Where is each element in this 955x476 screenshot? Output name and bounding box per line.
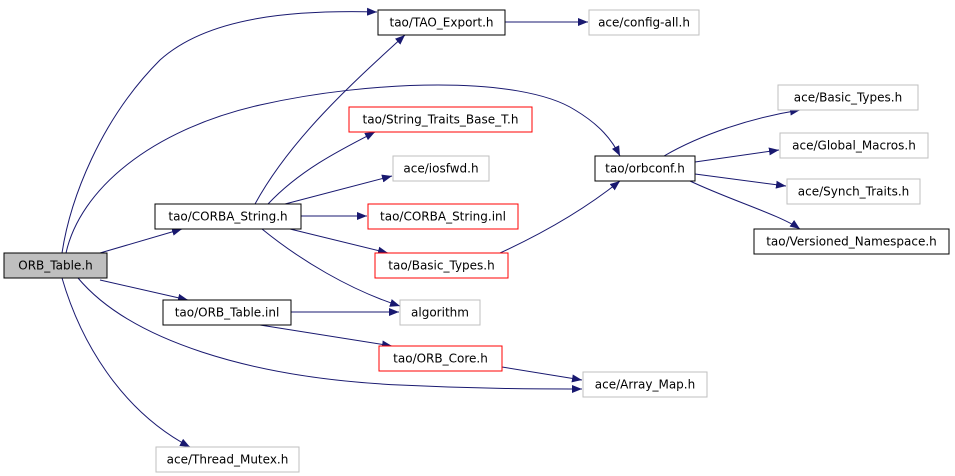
node-orb-table-h[interactable]: ORB_Table.h <box>3 252 108 279</box>
node-label: tao/String_Traits_Base_T.h <box>363 113 519 127</box>
node-ace-global-macros-h[interactable]: ace/Global_Macros.h <box>779 132 929 159</box>
node-label: tao/orbconf.h <box>605 162 685 176</box>
edge-corba_string_h-to-tao_export_h <box>254 34 406 205</box>
node-label: ace/Global_Macros.h <box>792 139 916 153</box>
edge-orb_table_h-to-tao_export_h <box>61 7 378 254</box>
edge-orbconf_h-to-ace_synch_traits_h <box>694 173 787 189</box>
edge-orb_table_h-to-ace_thread_mutex_h <box>61 277 191 448</box>
node-box <box>367 203 519 230</box>
node-label: tao/TAO_Export.h <box>390 16 494 30</box>
node-box <box>777 84 919 111</box>
edge-corba_string_h-to-ace_iosfwd_h <box>284 174 393 205</box>
node-box <box>786 178 921 205</box>
node-label: tao/ORB_Core.h <box>393 352 488 366</box>
node-tao-export-h[interactable]: tao/TAO_Export.h <box>377 9 506 36</box>
node-orb-table-inl[interactable]: tao/ORB_Table.inl <box>162 299 292 326</box>
node-label: ORB_Table.h <box>18 259 92 273</box>
node-ace-synch-traits-h[interactable]: ace/Synch_Traits.h <box>786 178 921 205</box>
node-algorithm[interactable]: algorithm <box>399 299 481 326</box>
edge-orbconf_h-to-ace_global_macros_h <box>694 147 780 163</box>
node-label: ace/Thread_Mutex.h <box>167 453 289 467</box>
node-label: ace/Basic_Types.h <box>794 91 902 105</box>
node-label: ace/config-all.h <box>598 16 690 30</box>
node-box <box>399 299 481 326</box>
edge-corba_string_h-to-tao_basic_types_h <box>289 228 389 255</box>
node-label: tao/ORB_Table.inl <box>175 306 280 320</box>
node-box <box>588 9 700 36</box>
edge-corba_string_h-to-string_traits_h <box>267 131 376 205</box>
edge-orb_table_h-to-corba_string_h <box>99 227 183 254</box>
node-string-traits-h[interactable]: tao/String_Traits_Base_T.h <box>348 106 533 133</box>
node-corba-string-inl[interactable]: tao/CORBA_String.inl <box>367 203 519 230</box>
node-orb-core-h[interactable]: tao/ORB_Core.h <box>378 345 503 372</box>
edge-layer <box>61 7 801 448</box>
node-box <box>377 9 506 36</box>
node-box <box>154 203 302 230</box>
node-label: tao/Versioned_Namespace.h <box>766 235 937 249</box>
node-ace-array-map-h[interactable]: ace/Array_Map.h <box>582 371 708 398</box>
node-box <box>779 132 929 159</box>
node-box <box>348 106 533 133</box>
edge-orb_table_h-to-ace_array_map_h <box>77 277 583 393</box>
node-ace-basic-types-h[interactable]: ace/Basic_Types.h <box>777 84 919 111</box>
edge-corba_string_h-to-algorithm <box>261 228 401 307</box>
node-label: ace/Array_Map.h <box>595 378 695 392</box>
node-tao-basic-types-h[interactable]: tao/Basic_Types.h <box>374 252 509 279</box>
node-box <box>753 228 950 255</box>
node-box <box>155 446 300 473</box>
node-box <box>3 252 108 279</box>
node-ace-iosfwd-h[interactable]: ace/iosfwd.h <box>392 155 490 182</box>
edge-orb_table_inl-to-orb_core_h <box>259 324 393 349</box>
node-label: tao/CORBA_String.h <box>168 210 287 224</box>
edge-orbconf_h-to-versioned_namespace_h <box>689 180 801 230</box>
edge-orb_table_h-to-orbconf_h <box>65 84 621 254</box>
node-label: tao/CORBA_String.inl <box>380 210 506 224</box>
node-layer: ORB_Table.h tao/TAO_Export.h ace/config-al… <box>3 9 950 473</box>
node-ace-config-all-h[interactable]: ace/config-all.h <box>588 9 700 36</box>
node-label: algorithm <box>411 306 469 320</box>
edge-tao_basic_types_h-to-orbconf_h <box>499 180 621 254</box>
node-box <box>594 155 696 182</box>
edge-orb_table_h-to-orb_table_inl <box>99 279 189 302</box>
node-ace-thread-mutex-h[interactable]: ace/Thread_Mutex.h <box>155 446 300 473</box>
node-box <box>582 371 708 398</box>
node-box <box>162 299 292 326</box>
node-box <box>374 252 509 279</box>
edge-orb_core_h-to-ace_array_map_h <box>501 366 583 383</box>
node-box <box>378 345 503 372</box>
node-box <box>392 155 490 182</box>
edge-orbconf_h-to-ace_basic_types_h <box>663 107 801 157</box>
node-versioned-namespace-h[interactable]: tao/Versioned_Namespace.h <box>753 228 950 255</box>
node-label: tao/Basic_Types.h <box>388 259 494 273</box>
node-corba-string-h[interactable]: tao/CORBA_String.h <box>154 203 302 230</box>
node-label: ace/iosfwd.h <box>403 162 478 176</box>
node-label: ace/Synch_Traits.h <box>798 185 909 199</box>
node-orbconf-h[interactable]: tao/orbconf.h <box>594 155 696 182</box>
